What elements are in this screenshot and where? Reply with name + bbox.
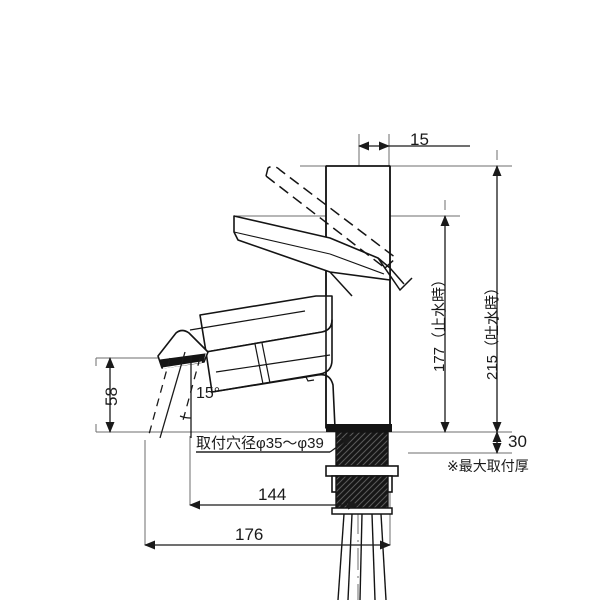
threaded-shank-assembly	[325, 431, 399, 515]
spout-arm	[199, 295, 333, 393]
dimension-label-177: 177（止水時）	[431, 271, 448, 372]
supply-hoses	[337, 513, 387, 600]
dimension-label-176: 176	[235, 525, 264, 544]
note-mounting-hole: 取付穴径φ35〜φ39	[196, 435, 324, 452]
lever-handle-raised-dashed	[265, 165, 397, 269]
dimension-label-144: 144	[258, 485, 287, 504]
threaded-shank-upper	[335, 431, 389, 467]
dimension-label-15: 15	[410, 130, 429, 149]
spout-seam-lines	[189, 310, 331, 385]
faucet-body-outline	[325, 165, 391, 429]
angle-construction-lines	[147, 351, 201, 439]
counter-deck	[326, 424, 392, 432]
dimension-label-30: 30	[508, 432, 527, 451]
dimension-label-215: 215（吐水時）	[484, 279, 501, 380]
dimension-label-58: 58	[102, 387, 121, 406]
shank-end-collar	[331, 507, 393, 515]
note-max-mounting-thickness: ※最大取付厚	[447, 458, 529, 474]
mounting-washer	[325, 465, 399, 477]
faucet-column	[325, 165, 391, 429]
handle-pivot-detail	[329, 257, 413, 297]
dimension-label-angle: 15°	[196, 385, 221, 402]
faucet-upper-column	[325, 165, 391, 428]
spout-underside	[211, 296, 336, 429]
lever-handle	[233, 215, 391, 281]
